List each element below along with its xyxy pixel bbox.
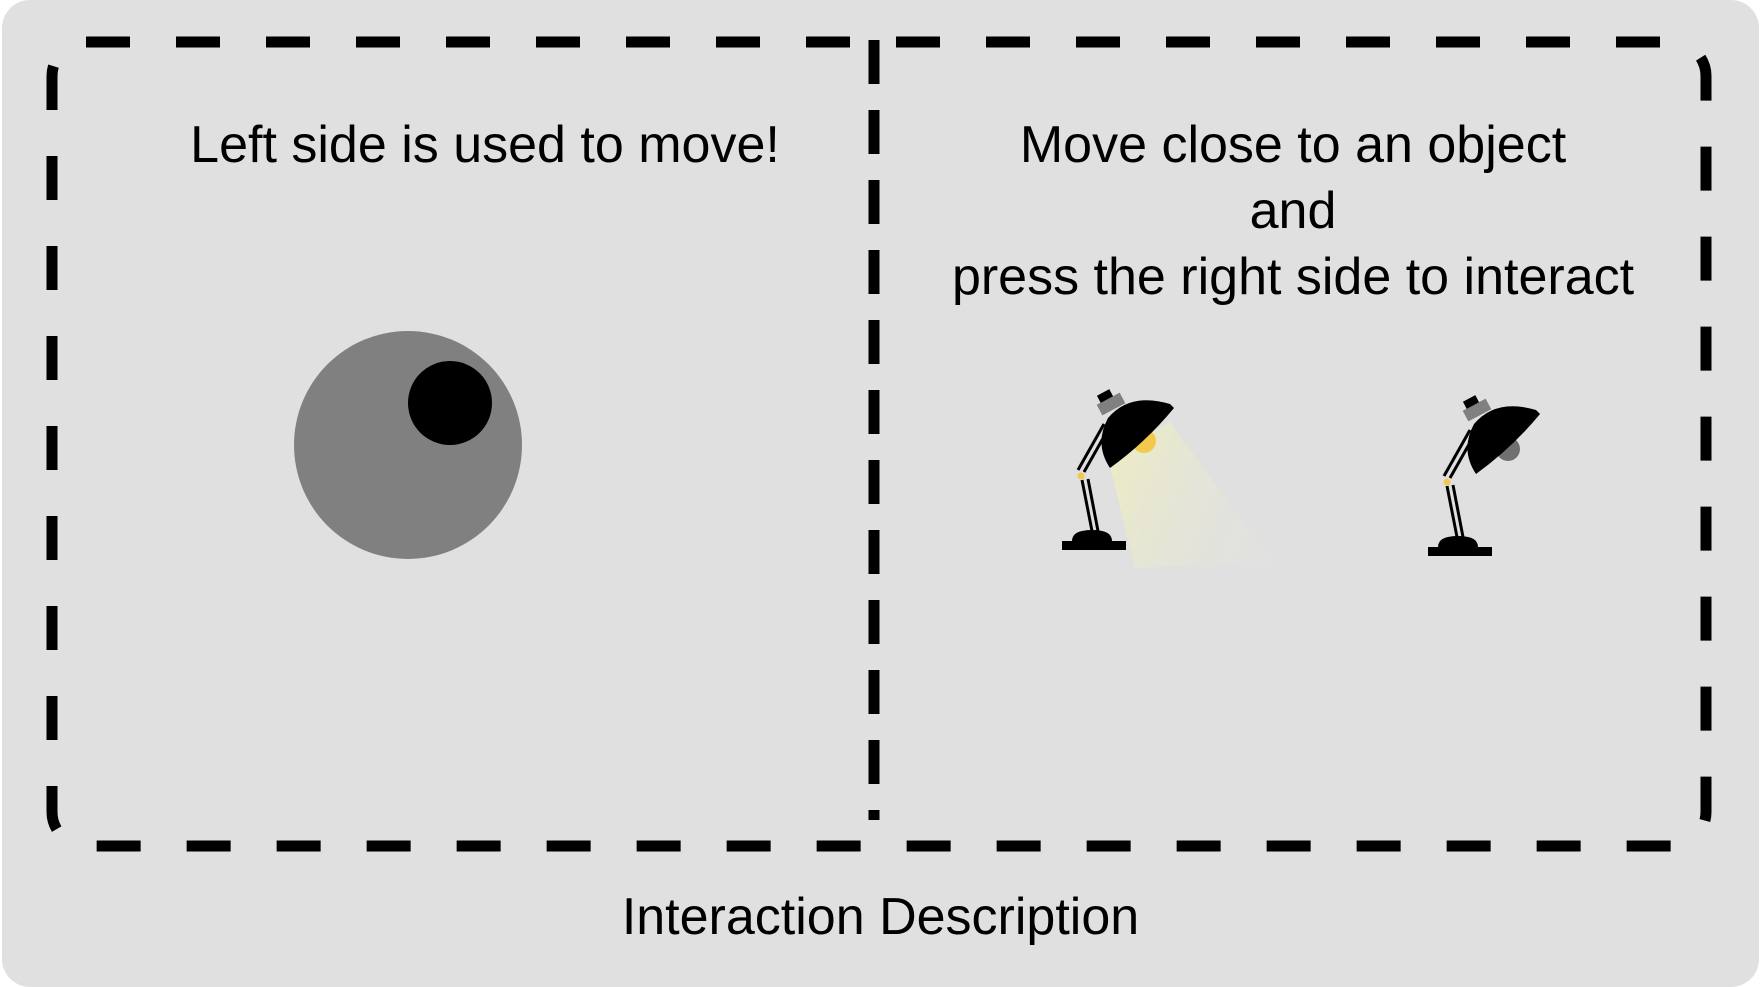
interact-instruction: Move close to an object and press the ri…	[885, 112, 1701, 310]
light-beam	[1108, 422, 1272, 568]
interact-instruction-line-3: press the right side to interact	[951, 248, 1635, 306]
joystick-knob[interactable]	[408, 361, 492, 445]
outer-dashed-border	[46, 36, 1712, 852]
desk-lamp-off-icon[interactable]	[1428, 395, 1540, 556]
figure-caption: Interaction Description	[621, 888, 1140, 946]
desk-lamp-on-icon[interactable]	[1062, 389, 1272, 568]
interact-instruction-line-2: and	[1249, 182, 1337, 240]
interact-instruction-line-1: Move close to an object	[1019, 116, 1567, 174]
move-instruction: Left side is used to move!	[190, 116, 780, 174]
joystick-icon[interactable]	[294, 331, 522, 559]
joystick-base	[294, 331, 522, 559]
